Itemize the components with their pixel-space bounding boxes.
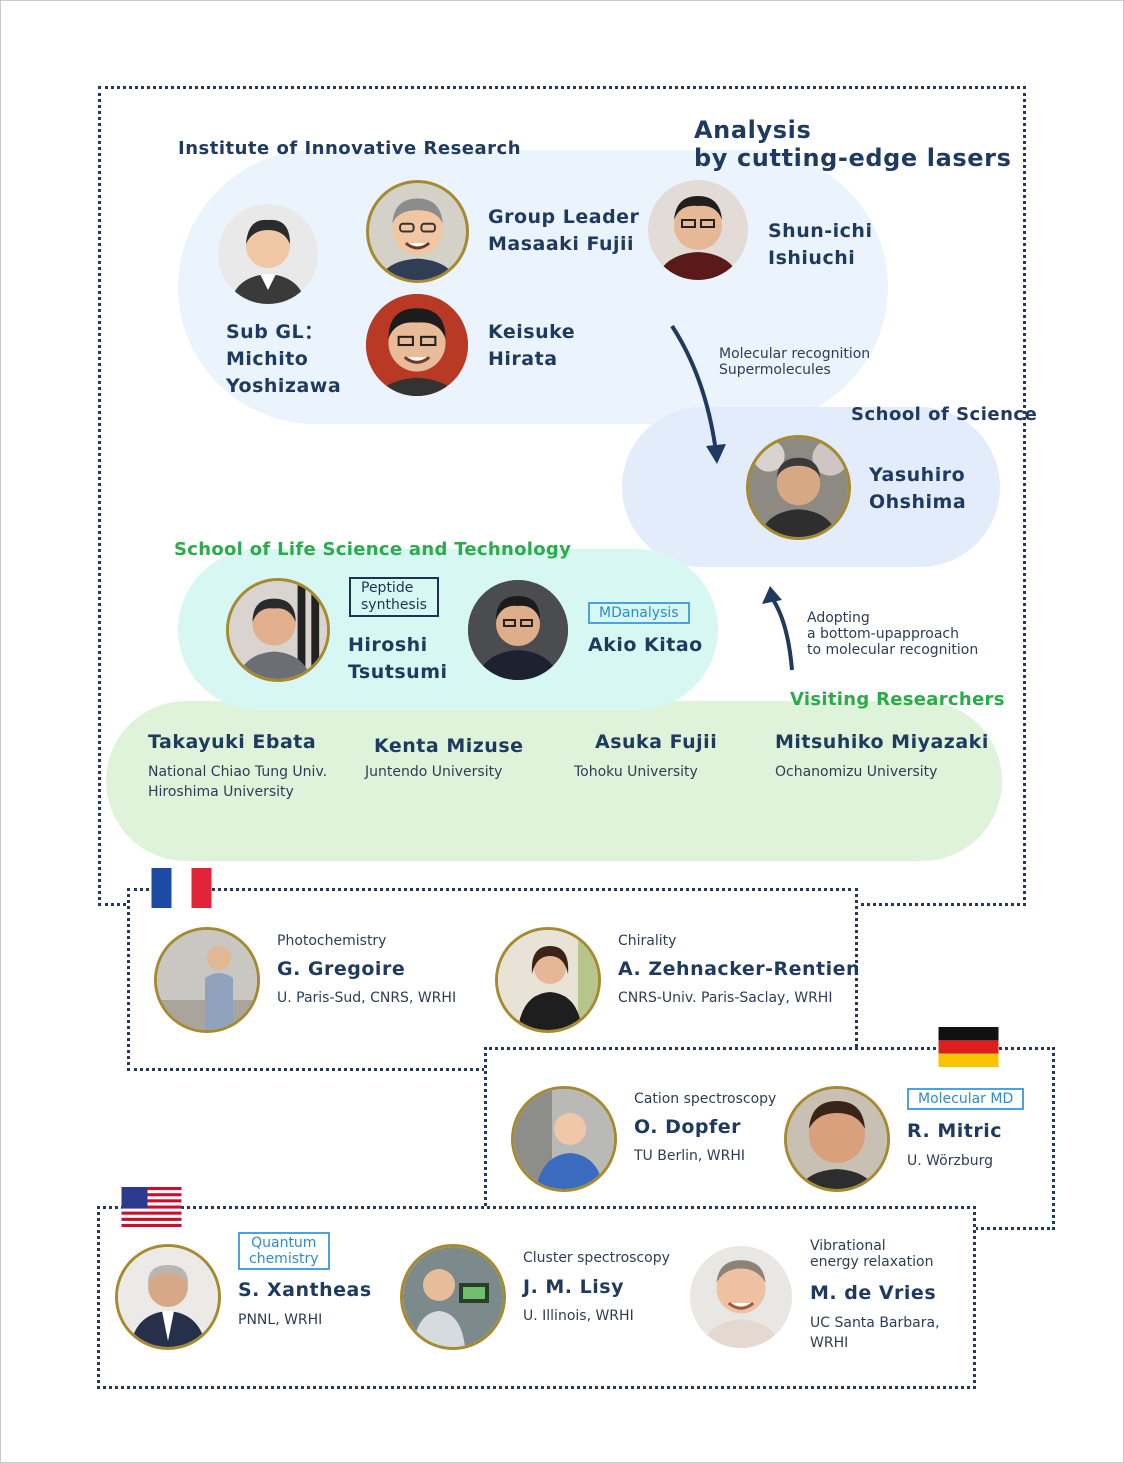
germany-flag-icon <box>938 1027 999 1067</box>
arrow-up <box>762 586 794 671</box>
affil-mitric: U. Wörzburg <box>907 1153 993 1169</box>
visitor-affil: National Chiao Tung Univ. Hiroshima Univ… <box>148 764 328 800</box>
visiting-heading: Visiting Researchers <box>790 689 1005 710</box>
name-mitric: R. Mitric <box>907 1120 1002 1142</box>
affil-lisy: U. Illinois, WRHI <box>523 1308 634 1324</box>
visiting-region <box>106 701 1002 861</box>
science-heading: School of Science <box>851 404 1038 425</box>
affil-gregoire: U. Paris-Sud, CNRS, WRHI <box>277 990 457 1006</box>
visitor-affil: Ochanomizu University <box>775 764 938 780</box>
visitor-affil: Tohoku University <box>574 764 698 780</box>
avatar-fujii <box>366 180 469 283</box>
france-flag-icon <box>151 868 212 908</box>
affil-devries: UC Santa Barbara, WRHI <box>810 1315 940 1351</box>
life-heading: School of Life Science and Technology <box>174 539 572 560</box>
name-lisy: J. M. Lisy <box>523 1276 624 1298</box>
name-ohshima: Yasuhiro Ohshima <box>869 464 967 513</box>
tag-molecular-md: Molecular MD <box>907 1088 1025 1110</box>
name-zehnacker: A. Zehnacker-Rentien <box>618 958 861 980</box>
visitor-name: Asuka Fujii <box>595 731 718 753</box>
name-devries: M. de Vries <box>810 1282 937 1304</box>
avatar-yoshizawa <box>218 204 318 304</box>
visitor-name: Kenta Mizuse <box>374 735 524 757</box>
affil-dopfer: TU Berlin, WRHI <box>634 1148 746 1164</box>
usa-flag-icon <box>121 1187 182 1227</box>
tag-quantum-chemistry: Quantum chemistry <box>238 1232 330 1270</box>
role-zehnacker: Chirality <box>618 933 677 949</box>
avatar-lisy <box>400 1244 506 1350</box>
avatar-dopfer <box>511 1086 617 1192</box>
avatar-zehnacker <box>495 927 601 1033</box>
tag-peptide-synthesis: Peptide synthesis <box>349 577 439 617</box>
name-kitao: Akio Kitao <box>588 634 703 656</box>
avatar-mitric <box>784 1086 890 1192</box>
role-lisy: Cluster spectroscopy <box>523 1250 670 1266</box>
visitor-name: Mitsuhiko Miyazaki <box>775 731 989 753</box>
role-gregoire: Photochemistry <box>277 933 387 949</box>
name-gregoire: G. Gregoire <box>277 958 406 980</box>
name-hirata: Keisuke Hirata <box>488 321 576 370</box>
arrow-down-label: Molecular recognition Supermolecules <box>719 346 871 378</box>
germany-group-border <box>484 1047 1055 1230</box>
tag-md-analysis: MDanalysis <box>588 602 690 624</box>
avatar-xantheas <box>115 1244 221 1350</box>
arrow-down <box>670 324 726 464</box>
visitor-name: Takayuki Ebata <box>148 731 317 753</box>
name-tsutsumi: Hiroshi Tsutsumi <box>348 634 448 683</box>
affil-xantheas: PNNL, WRHI <box>238 1312 323 1328</box>
visitor-affil: Juntendo University <box>365 764 503 780</box>
avatar-gregoire <box>154 927 260 1033</box>
iir-heading: Institute of Innovative Research <box>178 138 522 159</box>
name-dopfer: O. Dopfer <box>634 1116 742 1138</box>
role-devries: Vibrational energy relaxation <box>810 1238 934 1270</box>
diagram-title: Analysis by cutting-edge lasers <box>694 116 1012 172</box>
avatar-ishiuchi <box>648 180 748 280</box>
name-fujii: Group Leader Masaaki Fujii <box>488 206 640 255</box>
affil-zehnacker: CNRS-Univ. Paris-Saclay, WRHI <box>618 990 833 1006</box>
name-xantheas: S. Xantheas <box>238 1279 372 1301</box>
usa-group-border <box>97 1206 976 1389</box>
arrow-up-label: Adopting a bottom-upapproach to molecula… <box>807 610 979 658</box>
avatar-devries <box>690 1246 792 1348</box>
role-dopfer: Cation spectroscopy <box>634 1091 777 1107</box>
avatar-ohshima <box>746 435 851 540</box>
avatar-kitao <box>468 580 568 680</box>
avatar-hirata <box>366 294 468 396</box>
name-ishiuchi: Shun-ichi Ishiuchi <box>768 220 873 269</box>
avatar-tsutsumi <box>226 578 330 682</box>
name-yoshizawa: Sub GL： Michito Yoshizawa <box>226 321 342 397</box>
